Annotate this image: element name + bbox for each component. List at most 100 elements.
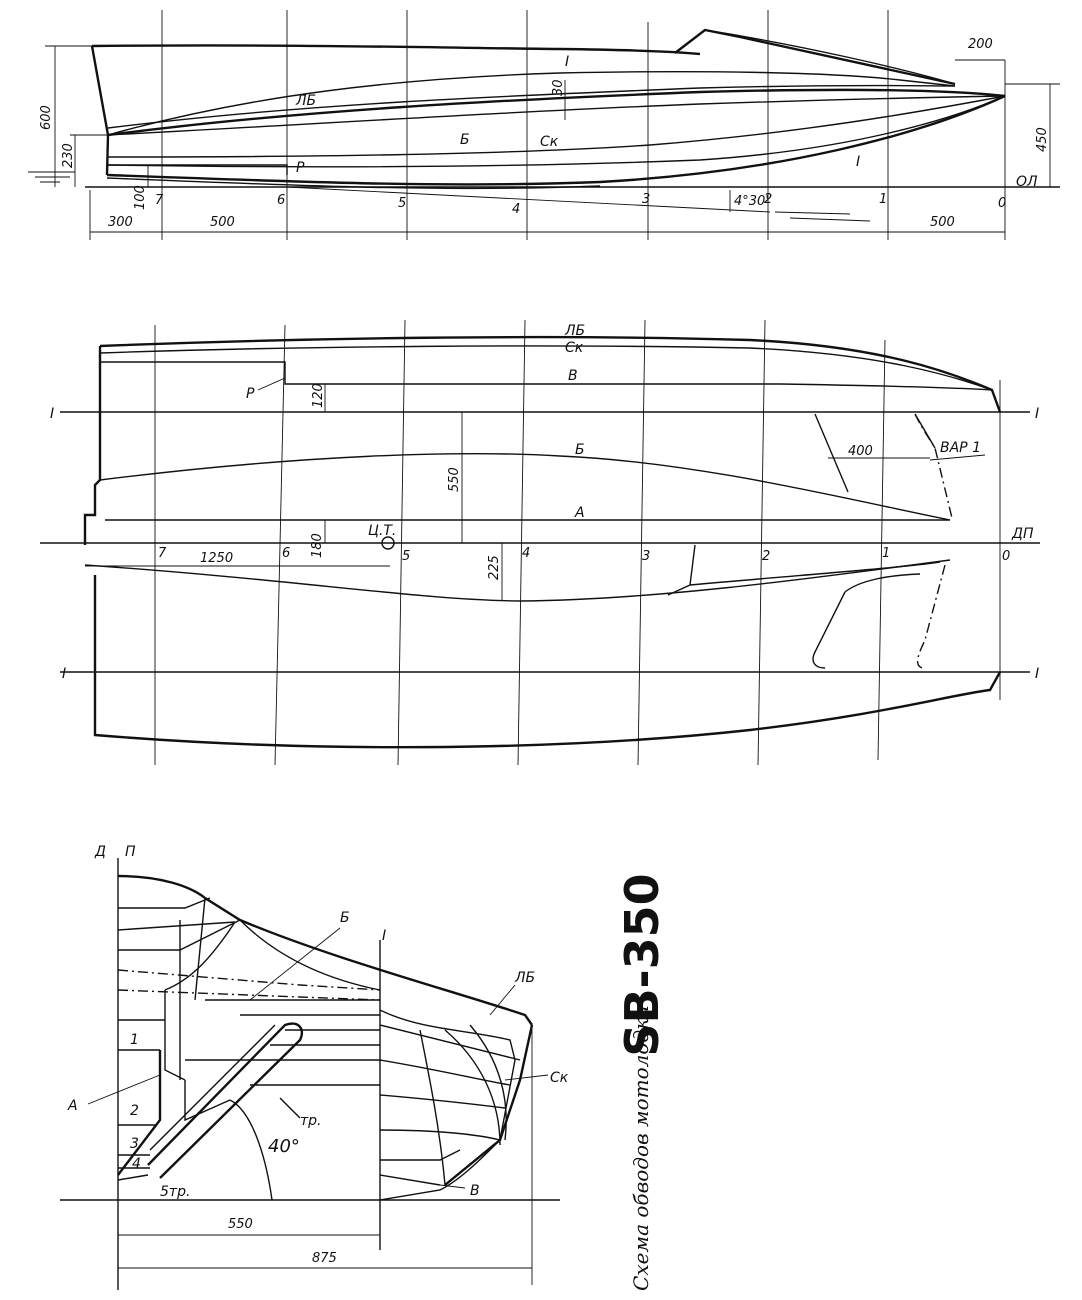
- profile-station-2: 2: [764, 192, 772, 207]
- body-tr-leader: [279, 1097, 301, 1119]
- body-dim-550-text: 550: [228, 1217, 253, 1232]
- body-dash-1: [117, 969, 381, 991]
- body-bow-w4: [379, 1129, 501, 1141]
- plan-var-front-upper: [814, 413, 849, 493]
- body-station-label-2: 2: [130, 1103, 139, 1119]
- profile-deck: [91, 44, 701, 56]
- plan-line-sk: [99, 345, 993, 391]
- body-step-face: [184, 1080, 231, 1122]
- profile-label-ol: ОЛ: [1016, 174, 1038, 190]
- plan-dim-400-text: 400: [848, 444, 873, 459]
- body-5tr: [117, 1174, 149, 1181]
- body-station-label-1: 1: [130, 1032, 139, 1048]
- body-vert-c: [194, 897, 206, 1001]
- body-bow-v3: [469, 1024, 507, 1141]
- plan-lower-edge: [667, 544, 696, 596]
- body-label-I: I: [382, 928, 386, 944]
- body-label-tr: тр.: [300, 1113, 322, 1129]
- plan-label-I-lt: I: [50, 406, 54, 422]
- plan-label-p: Р: [246, 386, 255, 402]
- body-chine-lower: [117, 1050, 162, 1176]
- plan-line-b: [99, 453, 951, 521]
- plan-station-2: 2: [762, 549, 770, 564]
- plan-dim-180-text: 180: [310, 533, 325, 558]
- body-station-label-4: 4: [132, 1156, 141, 1172]
- body-sec-a: [118, 897, 211, 909]
- profile-label-lb: ЛБ: [295, 93, 316, 109]
- plan-label-a: А: [574, 505, 585, 521]
- body-bow-w5: [380, 1149, 461, 1161]
- body-dash-2: [117, 989, 381, 1001]
- plan-label-lb: ЛБ: [564, 323, 585, 339]
- body-label-d: Д: [94, 844, 106, 860]
- body-label-v: В: [470, 1183, 480, 1199]
- profile-label-I-bot: I: [856, 154, 860, 170]
- body-label-5tr: 5тр.: [160, 1184, 190, 1200]
- plan-line-lower-b: [84, 559, 951, 602]
- plan-dim-550-text: 550: [447, 467, 462, 492]
- profile-station-5: 5: [398, 196, 406, 211]
- profile-line-I-upper: [107, 70, 956, 136]
- profile-line-lb-2: [107, 84, 956, 129]
- plan-var1-upper-solid: [914, 413, 936, 449]
- plan-view: ЛБ Ск В Р Б А ДП I I I I ВАР 1 Ц.Т. 7 6 …: [40, 319, 1040, 766]
- body-sec-b: [117, 921, 236, 931]
- body-step-inner: [149, 1024, 276, 1151]
- profile-transom: [90, 45, 110, 176]
- profile-line-lb: [107, 88, 1006, 137]
- drawing-title: SB-350: [615, 873, 669, 1056]
- plan-station-7: 7: [158, 546, 167, 561]
- water-mark-left: [28, 171, 75, 183]
- profile-dim-500b: 500: [930, 215, 955, 230]
- body-station-label-3: 3: [130, 1136, 139, 1152]
- profile-label-I-top: I: [565, 54, 569, 70]
- profile-label-sk: Ск: [540, 134, 559, 150]
- body-label-sk: Ск: [550, 1070, 569, 1086]
- profile-dim-100: 100: [133, 185, 148, 210]
- body-vert-a: [164, 990, 186, 1081]
- plan-station-line-6: [274, 324, 286, 766]
- plan-var-leader: [929, 454, 986, 461]
- plan-station-line-1: [877, 339, 886, 761]
- profile-windshield-inner: [704, 29, 956, 85]
- body-sk-leader: [504, 1074, 549, 1081]
- profile-label-b: Б: [460, 132, 470, 148]
- plan-label-I-rt: I: [1035, 406, 1039, 422]
- plan-transom-upper: [83, 346, 102, 545]
- body-label-b: Б: [340, 910, 350, 926]
- body-v-leader: [439, 1184, 466, 1189]
- plan-label-v: В: [568, 368, 578, 384]
- body-bow-w3: [379, 1094, 506, 1109]
- profile-station-7: 7: [155, 193, 164, 208]
- plan-hull-lower: [93, 575, 1002, 749]
- plan-station-0: 0: [1002, 549, 1010, 564]
- profile-label-p: Р: [296, 160, 305, 176]
- body-step-lines: [185, 1029, 380, 1086]
- plan-label-I-rb: I: [1035, 666, 1039, 682]
- body-dim-875-text: 875: [312, 1251, 337, 1266]
- profile-dim-angle: 4°30': [734, 194, 769, 209]
- plan-station-3: 3: [642, 549, 650, 564]
- profile-dim-300: 300: [108, 215, 133, 230]
- plan-dim-225-text: 225: [487, 555, 502, 580]
- body-step-lines-2: [205, 999, 380, 1016]
- body-bow-w1: [379, 1024, 521, 1061]
- profile-station-0: 0: [998, 196, 1006, 211]
- body-lb-leader: [489, 984, 516, 1016]
- plan-var-front-lower-top: [844, 573, 921, 593]
- profile-view: I ЛБ Б Ск Р I ОЛ 7 6 5 4 3 2 1 0 600 230…: [28, 10, 1060, 240]
- drawing-caption: Схема обводов мотолодки: [629, 1005, 653, 1291]
- plan-label-b: Б: [575, 442, 585, 458]
- water-mark-right: [774, 211, 871, 222]
- body-label-lb: ЛБ: [514, 970, 535, 986]
- profile-station-1: 1: [879, 192, 887, 207]
- plan-lower-edge-2: [689, 561, 941, 586]
- profile-station-6: 6: [277, 193, 285, 208]
- body-sheer-outer: [117, 874, 533, 1026]
- plan-var-front-lower: [812, 591, 846, 669]
- body-bow-v1: [419, 1029, 446, 1186]
- profile-dim-200: 200: [968, 37, 993, 52]
- plan-label-I-lb: I: [62, 666, 66, 682]
- plan-var1-lower: [916, 564, 946, 669]
- profile-dim-600: 600: [39, 105, 54, 130]
